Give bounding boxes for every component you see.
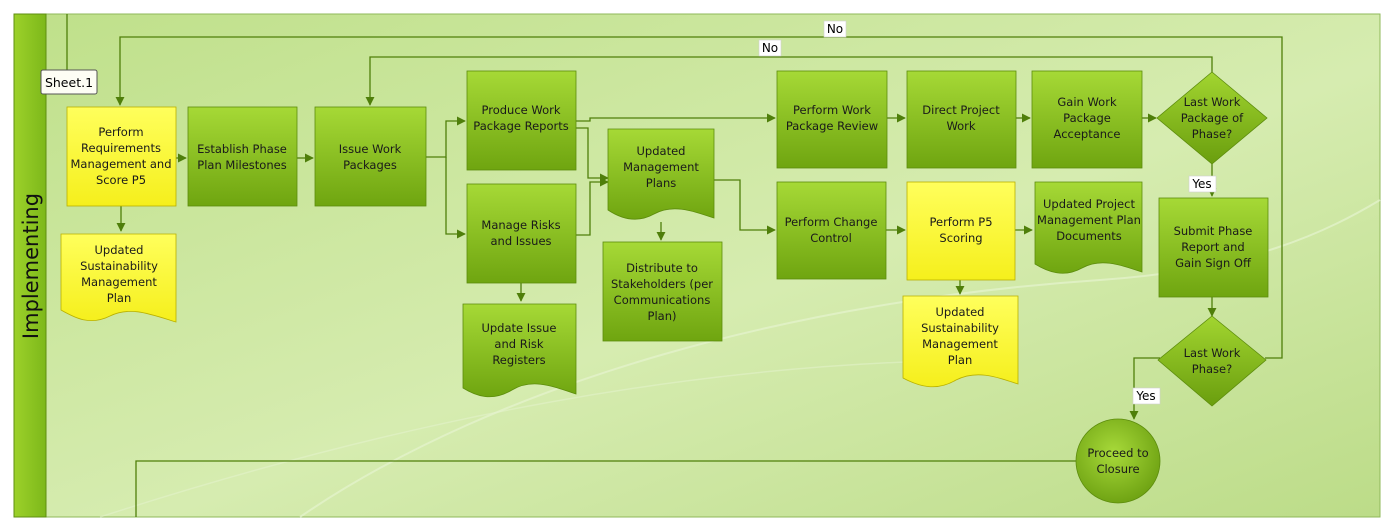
edge-label-no-outer: No xyxy=(827,22,843,36)
edge-label-box xyxy=(758,39,782,57)
background-swoosh xyxy=(299,199,1381,518)
swimlane-title: Implementing xyxy=(19,193,43,339)
edge-label-yes-phase: Yes xyxy=(1135,389,1155,403)
connector-no-inner xyxy=(365,56,1213,106)
node-perform-change-control[interactable] xyxy=(776,181,887,280)
background-swoosh xyxy=(99,359,1001,518)
connectors xyxy=(66,14,1283,517)
sheet-tag-label: Sheet.1 xyxy=(45,75,93,90)
edge-label-box xyxy=(1188,175,1217,193)
node-direct-project-work[interactable] xyxy=(906,70,1017,169)
connector xyxy=(576,127,609,183)
edge-label-box xyxy=(823,20,847,38)
node-issue-work-packages[interactable] xyxy=(314,106,427,207)
edge-labels: No No Yes Yes xyxy=(758,20,1217,405)
connector xyxy=(576,177,609,236)
node-updated-sust-plan-1[interactable] xyxy=(60,233,177,323)
node-establish-milestones[interactable] xyxy=(187,106,298,207)
sheet-tag[interactable] xyxy=(40,69,98,95)
swimlane-header xyxy=(13,13,47,518)
node-perform-review[interactable] xyxy=(776,70,888,169)
node-update-registers[interactable] xyxy=(462,303,577,398)
edge-label-yes-package: Yes xyxy=(1191,177,1211,191)
node-updated-sust-plan-2[interactable] xyxy=(902,295,1019,388)
node-updated-pm-plan-docs[interactable] xyxy=(1034,181,1143,274)
node-produce-reports[interactable] xyxy=(466,70,577,171)
node-updated-mgmt-plans[interactable] xyxy=(607,128,715,220)
connector xyxy=(576,113,776,123)
node-last-work-package[interactable] xyxy=(1156,71,1268,165)
node-manage-risks[interactable] xyxy=(466,183,577,284)
node-gain-acceptance[interactable] xyxy=(1031,70,1143,169)
node-last-work-phase[interactable] xyxy=(1157,315,1267,407)
connector-no-outer xyxy=(115,36,1283,359)
connector xyxy=(714,179,776,235)
connector xyxy=(445,157,466,239)
connector xyxy=(135,460,1076,517)
node-distribute-stakeholders[interactable] xyxy=(602,241,723,342)
edge-label-box xyxy=(1132,387,1161,405)
node-proceed-closure[interactable] xyxy=(1075,418,1161,504)
node-perform-requirements[interactable] xyxy=(66,106,177,207)
edge-label-no-inner: No xyxy=(762,41,778,55)
node-submit-phase-report[interactable] xyxy=(1158,197,1269,298)
connector xyxy=(426,116,466,158)
node-perform-p5-scoring[interactable] xyxy=(906,181,1016,281)
